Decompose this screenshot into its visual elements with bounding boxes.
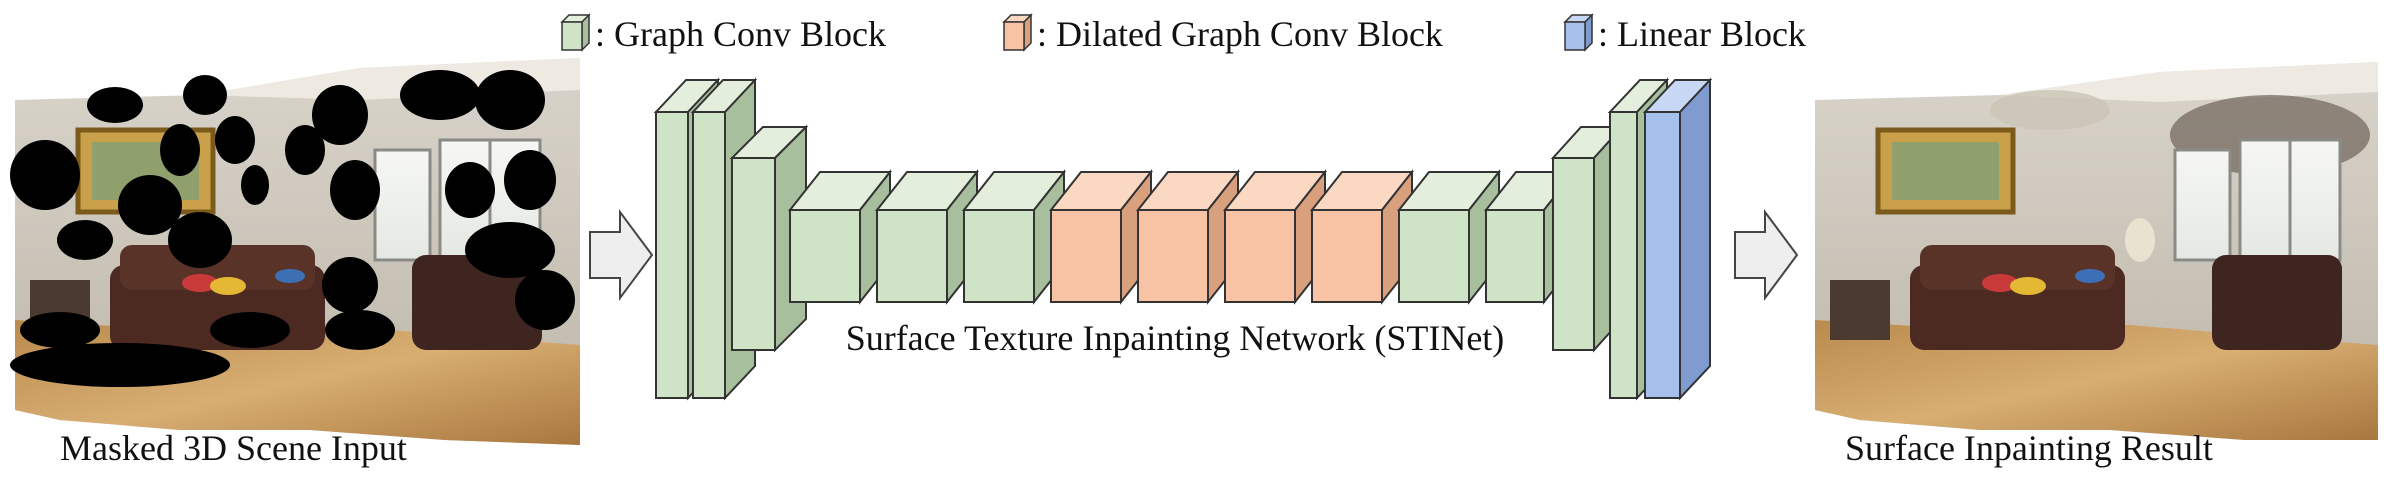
orange-cube-icon	[1002, 13, 1033, 52]
dilated-graph-conv-block	[1135, 169, 1241, 305]
input-caption: Masked 3D Scene Input	[60, 428, 407, 468]
blue-cube-icon	[1563, 13, 1594, 52]
graph-conv-block	[874, 169, 980, 305]
network-diagram	[653, 77, 1713, 401]
graph-conv-block	[961, 169, 1067, 305]
linear-block	[1642, 77, 1713, 401]
legend: : Graph Conv Block : Dilated Graph Conv …	[560, 13, 1806, 54]
green-cube-icon	[560, 13, 591, 52]
output-caption: Surface Inpainting Result	[1845, 428, 2213, 468]
legend-graph-conv-label: : Graph Conv Block	[595, 14, 886, 54]
arrow-right-icon	[1734, 208, 1799, 302]
graph-conv-block	[1396, 169, 1502, 305]
masked-scene-image	[10, 58, 580, 445]
inpainted-scene-image	[1815, 62, 2378, 440]
arrow-right-icon	[589, 208, 654, 302]
dilated-graph-conv-block	[1048, 169, 1154, 305]
network-caption: Surface Texture Inpainting Network (STIN…	[846, 318, 1505, 358]
dilated-graph-conv-block	[1222, 169, 1328, 305]
legend-dilated-conv-label: : Dilated Graph Conv Block	[1037, 14, 1443, 54]
graph-conv-block	[787, 169, 893, 305]
legend-linear-label: : Linear Block	[1598, 14, 1806, 54]
dilated-graph-conv-block	[1309, 169, 1415, 305]
